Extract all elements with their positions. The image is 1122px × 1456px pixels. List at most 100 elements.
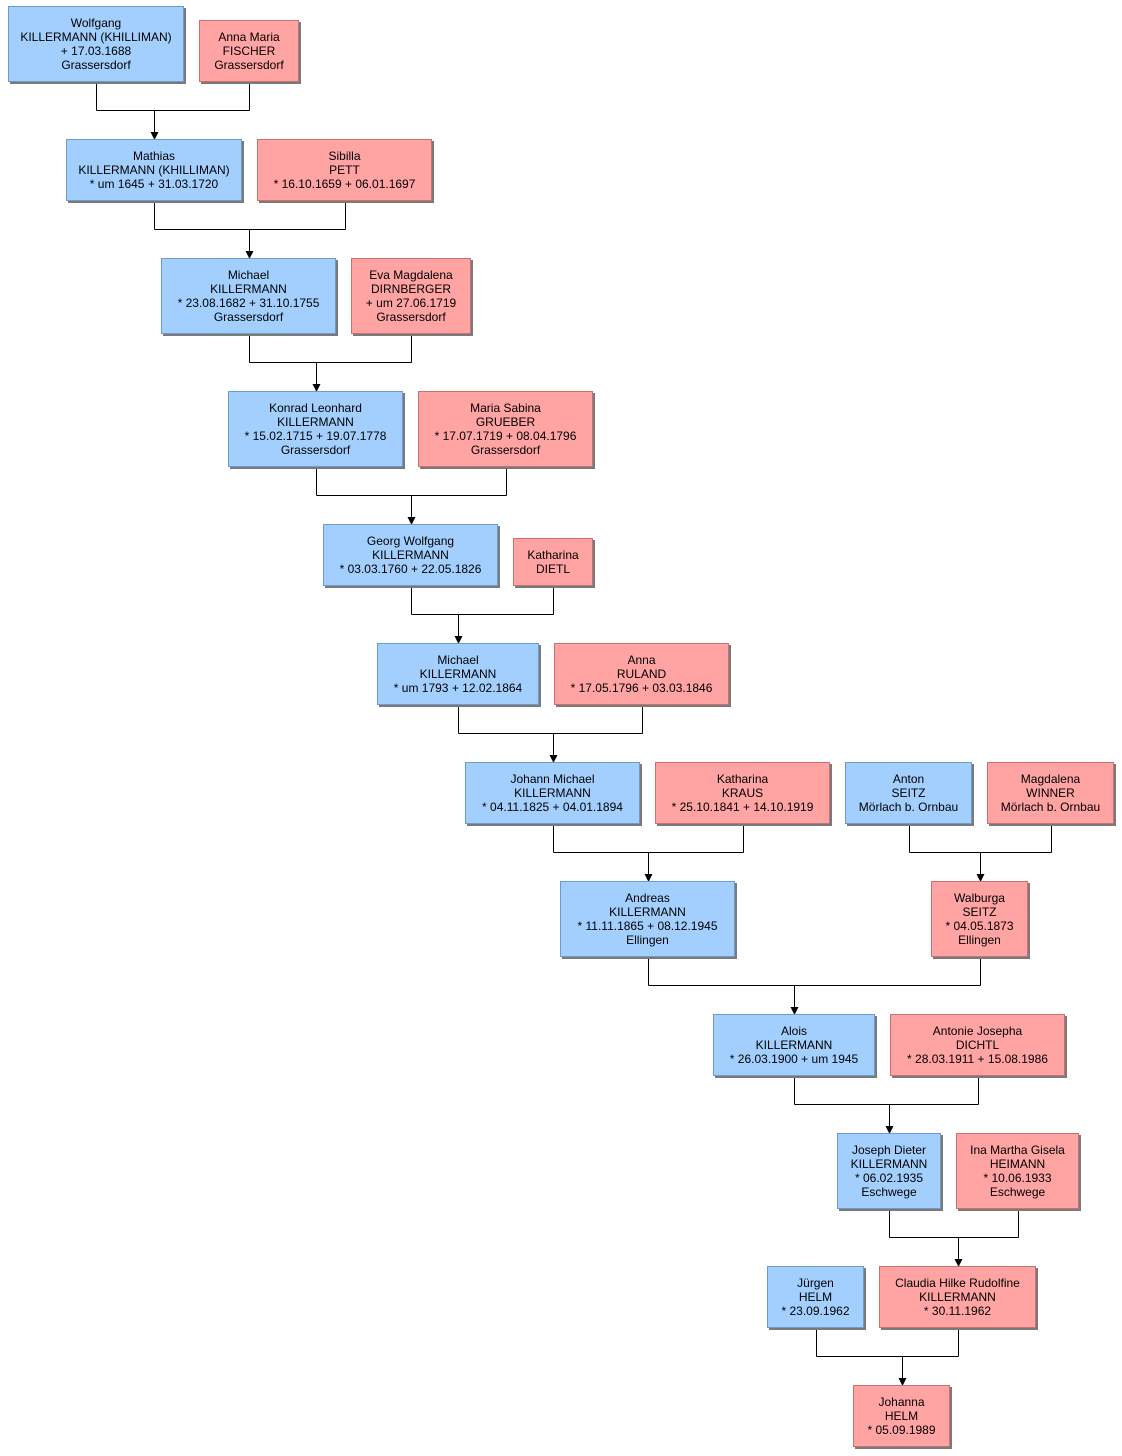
given-name: Anton	[892, 772, 925, 786]
given-name: Mathias	[132, 149, 176, 163]
person-detail: * 26.03.1900 + um 1945	[729, 1052, 859, 1066]
given-name: Magdalena	[1020, 772, 1081, 786]
person-detail: * 25.10.1841 + 14.10.1919	[671, 800, 814, 814]
given-name: Wolfgang	[70, 16, 122, 30]
surname: KILLERMANN (KHILLIMAN)	[78, 163, 230, 177]
given-name: Maria Sabina	[470, 401, 541, 415]
given-name: Johann Michael	[510, 772, 595, 786]
surname: KILLERMANN	[419, 667, 497, 681]
surname: KILLERMANN	[609, 905, 686, 919]
person-detail: Grassersdorf	[376, 310, 446, 324]
person-detail: * 11.11.1865 + 08.12.1945	[577, 919, 718, 933]
surname: KILLERMANN	[372, 548, 449, 562]
given-name: Georg Wolfgang	[366, 534, 455, 548]
person-detail: * 17.05.1796 + 03.03.1846	[570, 681, 713, 695]
surname: KRAUS	[721, 786, 764, 800]
given-name: Michael	[437, 653, 479, 667]
person-detail: Grassersdorf	[280, 443, 351, 457]
person-detail: Grassersdorf	[213, 310, 284, 324]
person-detail: * 17.07.1719 + 08.04.1796	[434, 429, 577, 443]
surname: FISCHER	[222, 44, 276, 58]
surname: KILLERMANN	[277, 415, 354, 429]
given-name: Anna Maria	[218, 30, 280, 44]
surname: WINNER	[1026, 786, 1075, 800]
given-name: Katharina	[527, 548, 579, 562]
person-detail: * 04.11.1825 + 04.01.1894	[482, 800, 623, 814]
given-name: Anna	[627, 653, 656, 667]
given-name: Ina Martha Gisela	[970, 1143, 1065, 1157]
person-detail: Grassersdorf	[61, 58, 131, 72]
given-name: Joseph Dieter	[851, 1143, 927, 1157]
person-detail: * 15.02.1715 + 19.07.1778	[244, 429, 387, 443]
surname: DICHTL	[955, 1038, 1000, 1052]
person-detail: * 16.10.1659 + 06.01.1697	[273, 177, 416, 191]
surname: RULAND	[616, 667, 667, 681]
person-detail: Grassersdorf	[214, 58, 284, 72]
surname: KILLERMANN	[919, 1290, 996, 1304]
given-name: Katharina	[716, 772, 769, 786]
person-detail: * 28.03.1911 + 15.08.1986	[907, 1052, 1048, 1066]
given-name: Antonie Josepha	[932, 1024, 1023, 1038]
person-detail: * 04.05.1873	[945, 919, 1014, 933]
person-detail: * 03.03.1760 + 22.05.1826	[339, 562, 482, 576]
person-detail: Grassersdorf	[470, 443, 541, 457]
person-detail: Ellingen	[958, 933, 1001, 947]
person-detail: Eschwege	[989, 1185, 1046, 1199]
surname: KILLERMANN	[755, 1038, 833, 1052]
person-detail: Eschwege	[861, 1185, 917, 1199]
given-name: Walburga	[954, 891, 1005, 905]
surname: KILLERMANN (KHILLIMAN)	[20, 30, 172, 44]
surname: PETT	[329, 163, 360, 177]
person-detail: * 23.08.1682 + 31.10.1755	[177, 296, 320, 310]
person-detail: * 05.09.1989	[867, 1423, 936, 1437]
person-detail: * 30.11.1962	[923, 1304, 992, 1318]
given-name: Michael	[227, 268, 270, 282]
given-name: Konrad Leonhard	[269, 401, 362, 415]
surname: HELM	[884, 1409, 919, 1423]
person-detail: * 10.06.1933	[983, 1171, 1052, 1185]
person-detail: + um 27.06.1719	[365, 296, 457, 310]
person-detail: + 17.03.1688	[60, 44, 132, 58]
person-detail: Mörlach b. Ornbau	[858, 800, 959, 814]
person-detail: Mörlach b. Ornbau	[1000, 800, 1101, 814]
person-detail: * 23.09.1962	[781, 1304, 850, 1318]
surname: KILLERMANN	[514, 786, 591, 800]
person-detail: * um 1793 + 12.02.1864	[393, 681, 523, 695]
surname: HELM	[798, 1290, 833, 1304]
surname: HEIMANN	[989, 1157, 1046, 1171]
surname: GRUEBER	[475, 415, 536, 429]
person-detail: * 06.02.1935	[854, 1171, 924, 1185]
given-name: Eva Magdalena	[369, 268, 453, 282]
surname: SEITZ	[962, 905, 997, 919]
given-name: Sibilla	[328, 149, 361, 163]
given-name: Claudia Hilke Rudolfine	[895, 1276, 1020, 1290]
given-name: Alois	[780, 1024, 807, 1038]
person-detail: Ellingen	[626, 933, 669, 947]
